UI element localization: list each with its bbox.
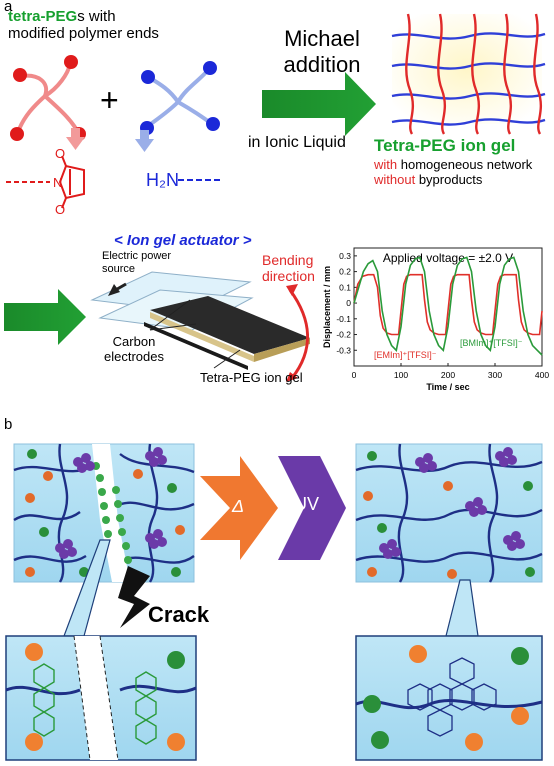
product-with-rest: homogeneous network bbox=[397, 157, 533, 172]
actuator-arrow bbox=[4, 289, 86, 345]
precursor-suffix: s with bbox=[77, 8, 116, 25]
pointer-lines bbox=[149, 299, 241, 369]
reaction-label: Michael addition bbox=[262, 26, 382, 78]
electrodes-label: Carbon electrodes bbox=[104, 334, 164, 364]
power-source-label: Electric power source bbox=[102, 250, 172, 275]
maleimide-o-bottom: O bbox=[55, 202, 65, 217]
red-tetra-peg-molecule bbox=[16, 62, 80, 134]
amine-label: H₂N bbox=[146, 170, 179, 190]
precursor-line2: modified polymer ends bbox=[8, 25, 159, 42]
bending-label: Bending direction bbox=[262, 252, 315, 284]
ion-gel-network bbox=[391, 13, 546, 135]
reaction-arrow bbox=[262, 72, 376, 136]
blue-tetra-peg-molecule bbox=[146, 68, 214, 128]
left-zoom-callout bbox=[5, 539, 197, 761]
right-zoom-callout bbox=[355, 579, 543, 761]
product-without-rest: byproducts bbox=[415, 172, 483, 187]
precursor-label: tetra-PEGs with modified polymer ends bbox=[8, 8, 159, 42]
crack-label: Crack bbox=[148, 602, 210, 627]
uv-label: UV bbox=[294, 494, 320, 514]
blue-down-arrow bbox=[135, 130, 154, 152]
product-without: without bbox=[374, 172, 416, 187]
actuator-device bbox=[90, 271, 310, 370]
reaction-line2: addition bbox=[283, 52, 361, 77]
heat-label: Δ bbox=[232, 496, 245, 516]
panel-a-label: a bbox=[4, 0, 13, 15]
ions-left bbox=[25, 449, 185, 577]
plus-sign: + bbox=[100, 82, 119, 118]
anthracene-dimers-left bbox=[55, 447, 167, 559]
product-with: with bbox=[374, 157, 398, 172]
product-desc: with homogeneous network without byprodu… bbox=[374, 157, 532, 187]
uv-arrow bbox=[278, 456, 346, 560]
solvent-label: in Ionic Liquid bbox=[248, 134, 346, 151]
anthracene-dimers-right bbox=[379, 447, 525, 559]
panel-b-label: b bbox=[4, 416, 13, 433]
product-title: Tetra-PEG ion gel bbox=[374, 136, 516, 155]
maleimide-n: N bbox=[53, 175, 62, 190]
red-down-arrow bbox=[66, 128, 85, 150]
heat-arrow bbox=[200, 456, 278, 560]
maleimide-group bbox=[6, 155, 85, 209]
maleimide-o-top: O bbox=[55, 146, 65, 161]
reaction-line1: Michael bbox=[284, 26, 360, 51]
actuator-title: < Ion gel actuator > bbox=[114, 232, 252, 249]
tetra-peg-label: tetra-PEG bbox=[8, 8, 78, 25]
bending-arrow bbox=[288, 289, 309, 379]
healed-gel-box bbox=[355, 443, 543, 583]
crack-bolt-icon bbox=[118, 566, 150, 628]
gel-layer-label: Tetra-PEG ion gel bbox=[200, 370, 303, 385]
